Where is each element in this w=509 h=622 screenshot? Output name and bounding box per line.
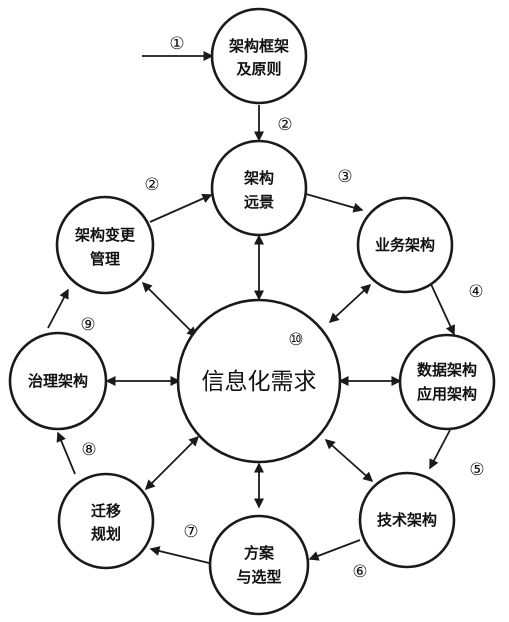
node-framework: 架构框架 及原则 [210, 7, 308, 105]
step-1: ① [169, 34, 184, 54]
node-governance-label: 治理架构 [28, 372, 88, 390]
node-solutions-label-1: 方案 [244, 544, 275, 562]
node-requirements: 信息化需求 [176, 298, 342, 464]
node-change-circle [55, 195, 155, 295]
node-change-label-2: 管理 [90, 250, 120, 268]
node-framework-label-1: 架构框架 [228, 37, 289, 55]
node-data-app: 数据架构 应用架构 [398, 333, 496, 431]
node-data-app-circle [398, 333, 496, 431]
node-migration-circle [57, 472, 155, 570]
flow-arrows [47, 51, 455, 564]
step-9: ⑨ [80, 315, 95, 335]
node-technology: 技术架构 [358, 471, 456, 569]
node-solutions: 方案 与选型 [208, 514, 310, 616]
node-technology-circle [358, 471, 456, 569]
arrow-data-app-to-technology [429, 429, 451, 470]
arrow-business-to-data-app [429, 281, 455, 336]
step-2-vision: ② [277, 115, 292, 135]
node-governance: 治理架构 [8, 331, 108, 431]
node-migration-label-2: 规划 [91, 525, 121, 543]
step-7: ⑦ [183, 522, 198, 542]
node-governance-circle [8, 331, 108, 431]
node-framework-circle [210, 7, 308, 105]
node-business: 业务架构 [356, 196, 454, 294]
step-4: ④ [468, 282, 483, 302]
link-center-migration [144, 435, 200, 491]
link-center-business [328, 283, 372, 324]
node-change-label-1: 架构变更 [74, 226, 136, 244]
center-links [105, 234, 402, 509]
arrow-vision-to-business [305, 193, 364, 213]
node-business-label: 业务架构 [375, 236, 435, 254]
node-technology-label: 技术架构 [377, 511, 437, 529]
arrow-migration-to-governance [56, 431, 76, 475]
node-vision-label-2: 远景 [244, 193, 274, 211]
arrow-governance-to-change [47, 288, 69, 329]
node-migration-label-1: 迁移 [91, 502, 121, 520]
node-solutions-label-2: 与选型 [236, 568, 281, 586]
node-data-app-label-2: 应用架构 [417, 385, 477, 403]
step-10: ⑩ [288, 330, 303, 350]
node-change: 架构变更 管理 [55, 195, 155, 295]
step-6: ⑥ [352, 562, 367, 582]
step-8: ⑧ [81, 440, 96, 460]
node-migration: 迁移 规划 [57, 472, 155, 570]
node-business-circle [356, 196, 454, 294]
node-vision-circle [210, 139, 308, 237]
node-framework-label-2: 及原则 [236, 60, 281, 78]
step-5: ⑤ [469, 460, 484, 480]
link-center-technology [324, 439, 374, 482]
node-data-app-label-1: 数据架构 [417, 361, 477, 379]
node-solutions-circle [208, 514, 310, 616]
node-requirements-circle [176, 298, 342, 464]
node-vision-label-1: 架构 [243, 169, 274, 187]
step-2-change: ② [144, 175, 159, 195]
node-vision: 架构 远景 [210, 139, 308, 237]
step-3: ③ [337, 167, 352, 187]
arrow-solutions-to-migration [149, 546, 210, 564]
arrow-technology-to-solutions [308, 539, 361, 561]
step-numbers: ① ② ② ③ ④ ⑤ ⑥ ⑦ ⑧ ⑨ ⑩ [80, 34, 484, 582]
link-center-change [141, 281, 198, 338]
node-requirements-label: 信息化需求 [202, 369, 317, 395]
arrow-change-to-vision [149, 193, 213, 223]
